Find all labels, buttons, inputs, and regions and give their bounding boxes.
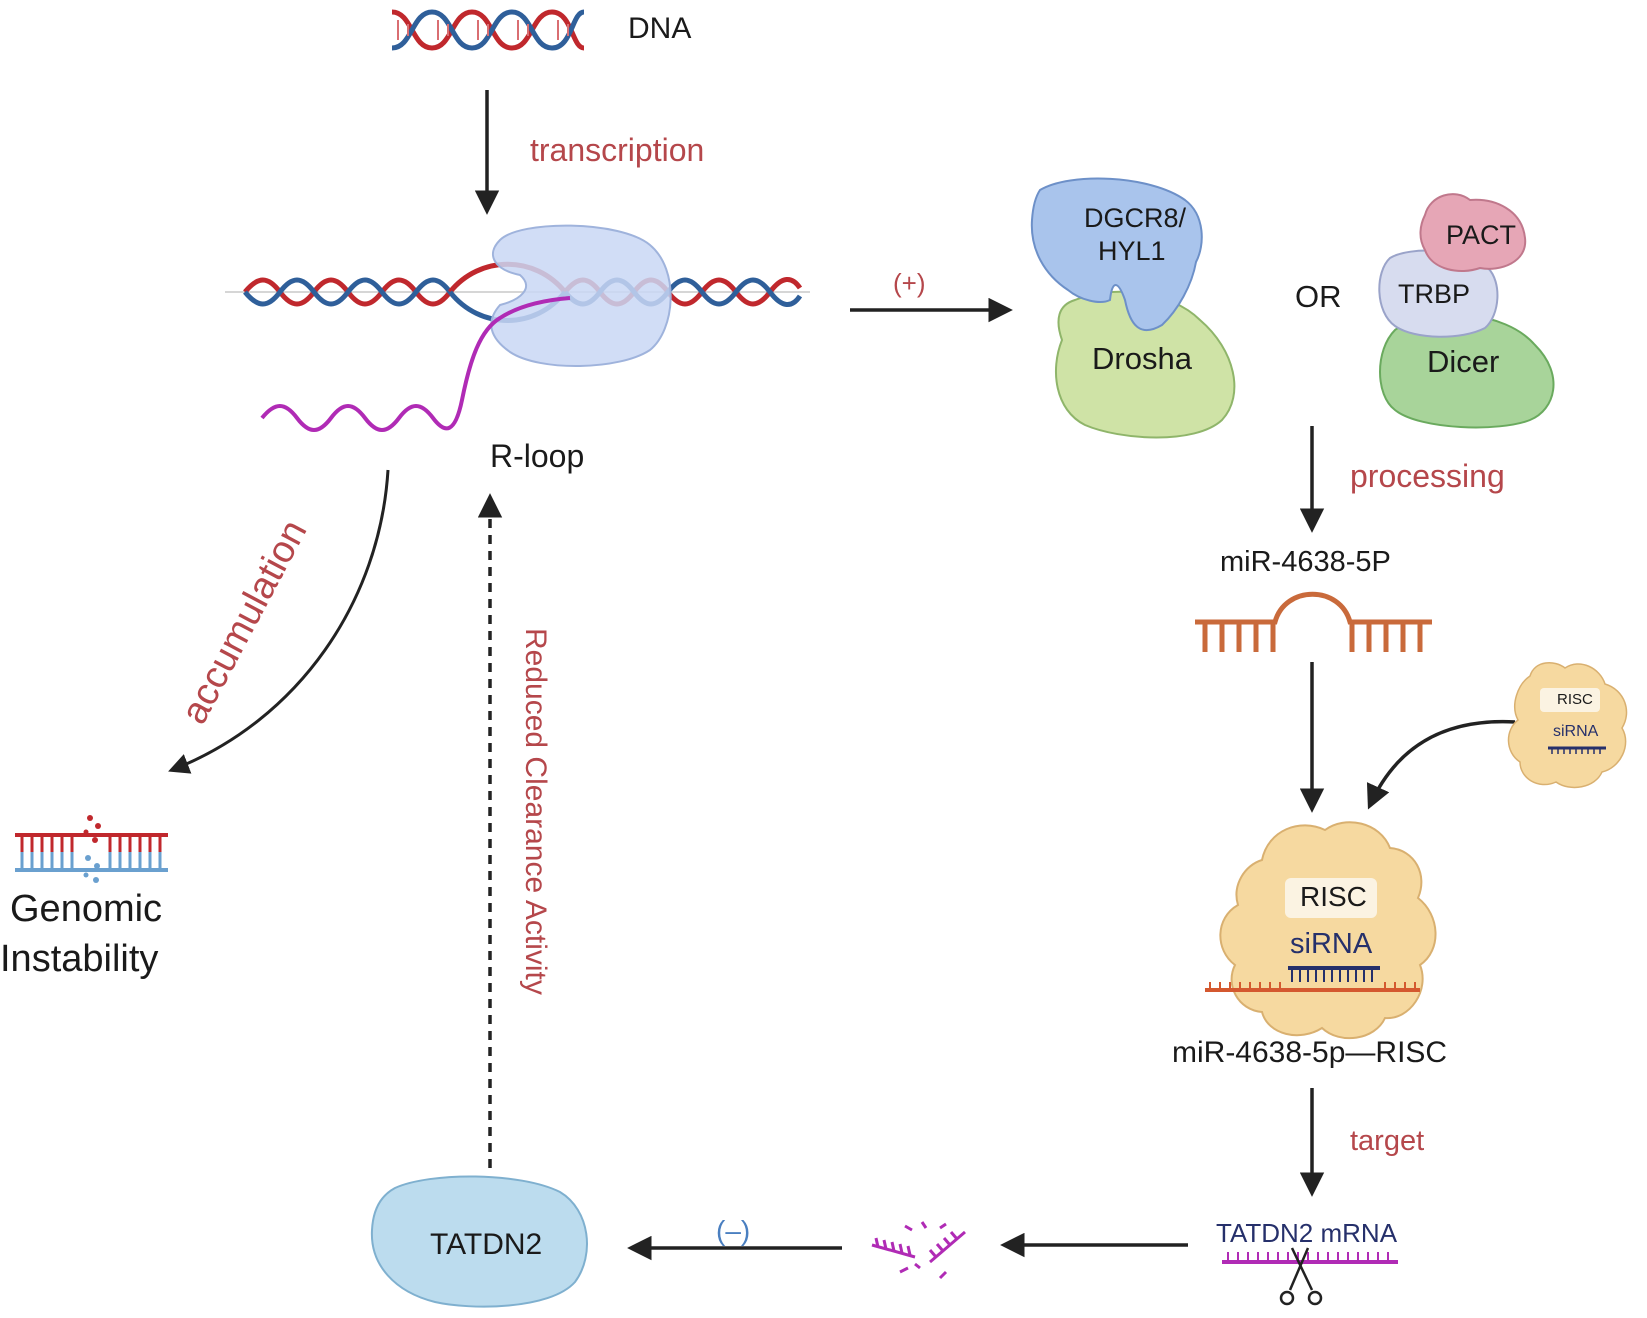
drosha-icon <box>1055 290 1236 439</box>
dgcr8-icon <box>1030 177 1203 331</box>
degraded-mrna-icon <box>871 1221 966 1280</box>
dicer-label: Dicer <box>1427 344 1500 379</box>
drosha-label: Drosha <box>1092 341 1192 376</box>
tatdn2-label: TATDN2 <box>430 1228 543 1261</box>
reduced-clearance-label: Reduced Clearance Activity <box>519 628 552 995</box>
mir-risc-label: miR-4638-5p—RISC <box>1172 1036 1448 1069</box>
broken-dna-icon <box>15 815 168 883</box>
processing-label: processing <box>1350 458 1505 494</box>
dna-label: DNA <box>628 12 692 45</box>
risc-label: RISC <box>1300 881 1367 912</box>
scissors-icon <box>1279 1247 1323 1306</box>
tatdn2-mrna-icon <box>1222 1252 1398 1264</box>
trbp-label: TRBP <box>1398 279 1471 309</box>
pact-label: PACT <box>1446 220 1517 250</box>
genomic-label: Genomic <box>10 888 163 930</box>
small-risc-icon <box>1507 662 1628 789</box>
rna-polymerase-icon <box>490 224 672 368</box>
tatdn2-mrna-label: TATDN2 mRNA <box>1216 1218 1398 1248</box>
dna-helix-icon <box>391 9 585 51</box>
instability-label: Instability <box>0 938 159 980</box>
target-label: target <box>1350 1125 1425 1157</box>
mir-label: miR-4638-5P <box>1220 546 1391 578</box>
mirna-hairpin-icon <box>1195 591 1432 652</box>
minus-label: (–) <box>716 1215 751 1246</box>
small-sirna-label: siRNA <box>1553 723 1599 740</box>
small-risc-arrow <box>1366 719 1516 810</box>
risc-complex-icon <box>1205 821 1437 1040</box>
dgcr8-label: DGCR8/ <box>1084 203 1187 233</box>
accumulation-arrow <box>168 469 390 774</box>
rna-transcript-icon <box>260 296 571 432</box>
sirna-label: siRNA <box>1290 928 1373 960</box>
tatdn2-protein-icon <box>370 1175 588 1308</box>
small-risc-label: RISC <box>1557 691 1593 708</box>
transcription-label: transcription <box>530 132 705 168</box>
or-label: OR <box>1295 279 1342 314</box>
hyl1-label: HYL1 <box>1098 236 1166 266</box>
rloop-label: R-loop <box>490 438 585 474</box>
plus-label: (+) <box>893 268 926 298</box>
pact-icon <box>1419 193 1527 272</box>
